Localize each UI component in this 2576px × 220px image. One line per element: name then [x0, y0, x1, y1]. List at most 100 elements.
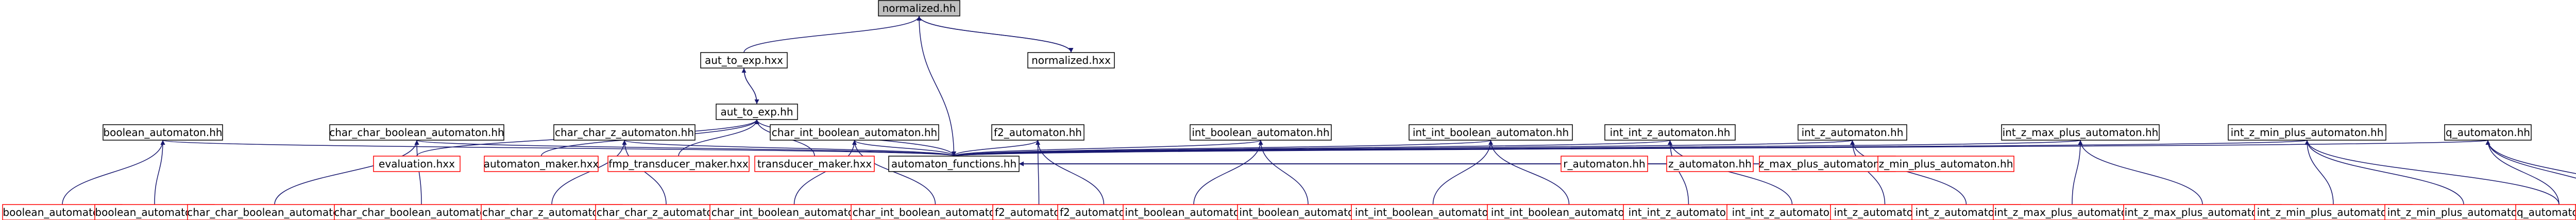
edge-int-z-max-plus-automaton-to-l-int-z-max-plus [2072, 140, 2083, 205]
edge-char-int-boolean-automaton-to-l-char-int-boolean-2 [852, 140, 936, 205]
node-boolean-automaton[interactable]: boolean_automaton.hh [103, 124, 223, 141]
edge-int-z-max-plus-automaton-to-l-int-z-max-plus-2 [2078, 140, 2203, 205]
node-box [1190, 124, 1332, 141]
node-int-int-z-automaton[interactable]: int_int_z_automaton.hh [1604, 124, 1736, 141]
node-int-z-max-plus-automaton[interactable]: int_z_max_plus_automaton.hh [2001, 124, 2160, 141]
edge-normalized-hxx-to-normalized [919, 15, 1074, 53]
node-box [991, 124, 1084, 141]
node-int-boolean-automaton[interactable]: int_boolean_automaton.hh [1190, 124, 1332, 141]
node-label: char_char_boolean_automaton.hh [329, 126, 504, 139]
node-label: int_z_max_plus_automaton.hh [2003, 126, 2159, 139]
edge-char-char-boolean-automaton-to-l-char-char-boolean [274, 140, 419, 205]
node-automaton-maker-hxx[interactable]: automaton_maker.hxx [484, 156, 599, 172]
node-box [700, 52, 788, 69]
node-label: int_int_boolean_automaton.hh [1491, 206, 1647, 218]
node-label: evaluation.hxx [379, 158, 455, 170]
node-evaluation-hxx[interactable]: evaluation.hxx [373, 156, 461, 172]
node-l-char-char-boolean-2[interactable]: char_char_boolean_automaton.hh [334, 204, 509, 220]
node-box [103, 124, 223, 141]
node-label: int_boolean_automaton.hh [1192, 126, 1329, 139]
node-q-automaton[interactable]: q_automaton.hh [2444, 124, 2532, 141]
node-label: boolean_automaton.hh [103, 126, 222, 139]
edge-int-z-min-plus-automaton-to-l-int-z-min-plus [2304, 140, 2334, 205]
node-label: z_automaton.hh [1668, 158, 1752, 170]
node-label: aut_to_exp.hh [720, 106, 793, 118]
edge-int-z-automaton-to-l-int-z-2 [1850, 140, 1967, 205]
node-automaton-functions[interactable]: automaton_functions.hh [888, 156, 1020, 172]
edge-char-char-z-automaton-to-l-char-char-z-2 [622, 140, 667, 205]
node-transducer-maker-hxx[interactable]: transducer_maker.hxx [754, 156, 875, 172]
node-z-min-plus-automaton[interactable]: z_min_plus_automaton.hh [1877, 156, 2014, 172]
edge-int-int-boolean-automaton-to-l-int-int-boolean-2 [1488, 140, 1570, 205]
node-box [2001, 124, 2160, 141]
node-int-z-automaton[interactable]: int_z_automaton.hh [1798, 124, 1907, 141]
node-l-char-char-boolean[interactable]: char_char_boolean_automaton.hh [187, 204, 362, 220]
edge-int-z-min-plus-automaton-to-l-q [2304, 140, 2560, 205]
edge-automaton-functions-to-f2-automaton [952, 140, 1039, 157]
node-aut-to-exp-hh[interactable]: aut_to_exp.hh [716, 104, 798, 120]
edge-f2-automaton-to-l-f2-2 [1036, 140, 1105, 205]
node-z-max-plus-automaton[interactable]: z_max_plus_automaton.hh [1759, 156, 1896, 172]
node-f2-automaton[interactable]: f2_automaton.hh [991, 124, 1084, 141]
edge-q-automaton-to-l-q [2485, 140, 2560, 205]
node-label: int_z_min_plus_automaton.hh [2387, 206, 2540, 218]
node-normalized[interactable]: normalized.hh [878, 0, 960, 16]
node-label: char_char_boolean_automaton.hh [334, 206, 509, 218]
node-box [770, 124, 939, 141]
node-label: char_int_boolean_automaton.hh [853, 206, 1018, 218]
node-box [1759, 156, 1896, 172]
node-box [2228, 124, 2386, 141]
edge-automaton-functions-to-int-boolean-automaton [952, 140, 1261, 157]
node-box [709, 204, 879, 220]
edge-automaton-functions-to-q-automaton [952, 140, 2488, 157]
node-label: r_automaton.hh [1563, 158, 1645, 170]
node-box [878, 0, 960, 16]
node-r-automaton[interactable]: r_automaton.hh [1561, 156, 1648, 172]
node-label: z_min_plus_automaton.hh [1879, 158, 2013, 170]
node-l-int-z-max-plus-2[interactable]: int_z_max_plus_automaton.hh [2123, 204, 2282, 220]
edge-aut-to-exp-hh-to-fmp-transducer-maker-hxx [678, 119, 759, 157]
node-box [1561, 156, 1648, 172]
node-char-char-boolean-automaton[interactable]: char_char_boolean_automaton.hh [329, 124, 504, 141]
node-label: aut_to_exp.hxx [705, 54, 783, 66]
node-fmp-transducer-maker-hxx[interactable]: fmp_transducer_maker.hxx [607, 156, 750, 172]
edge-int-int-boolean-automaton-to-l-int-int-boolean [1432, 140, 1493, 205]
edge-boolean-automaton-to-l-boolean-automaton [62, 140, 165, 205]
node-label: normalized.hxx [1031, 54, 1111, 66]
node-label: char_char_z_automaton.hh [555, 126, 694, 139]
node-z-automaton[interactable]: z_automaton.hh [1666, 156, 1754, 172]
edge-char-int-boolean-automaton-to-l-char-int-boolean [793, 140, 857, 205]
edge-automaton-functions-to-char-char-z-automaton [624, 140, 956, 157]
node-box [2444, 124, 2532, 141]
node-box [851, 204, 1020, 220]
edge-normalized-to-aut-to-exp-hxx [743, 15, 922, 53]
edge-normalized-to-automaton-functions [917, 15, 955, 157]
node-l-q[interactable]: q_automaton.hh [2515, 204, 2576, 220]
node-label: automaton_functions.hh [891, 158, 1016, 170]
node-aut-to-exp-hxx[interactable]: aut_to_exp.hxx [700, 52, 788, 69]
node-box [329, 124, 504, 141]
node-label: fmp_transducer_maker.hxx [608, 158, 749, 170]
node-box [484, 156, 599, 172]
node-box [1877, 156, 2014, 172]
edge-automaton-functions-to-int-int-boolean-automaton [952, 140, 1492, 157]
node-char-char-z-automaton[interactable]: char_char_z_automaton.hh [553, 124, 696, 141]
node-box [1027, 52, 1115, 69]
node-normalized-hxx[interactable]: normalized.hxx [1027, 52, 1115, 69]
node-l-char-int-boolean-2[interactable]: char_int_boolean_automaton.hh [851, 204, 1020, 220]
edge-aut-to-exp-hh-to-aut-to-exp-hxx [743, 67, 759, 105]
node-char-int-boolean-automaton[interactable]: char_int_boolean_automaton.hh [770, 124, 939, 141]
node-box [1409, 124, 1573, 141]
edge-q-automaton-to-l-r [2485, 140, 2576, 174]
edge-int-boolean-automaton-to-l-int-boolean-2 [1258, 140, 1309, 205]
edge-int-int-z-automaton-to-l-int-int-z [1668, 140, 1689, 205]
node-int-z-min-plus-automaton[interactable]: int_z_min_plus_automaton.hh [2228, 124, 2386, 141]
node-l-char-int-boolean[interactable]: char_int_boolean_automaton.hh [709, 204, 879, 220]
edges-layer [62, 15, 2576, 205]
node-label: normalized.hh [883, 2, 956, 14]
node-box [888, 156, 1020, 172]
node-int-int-boolean-automaton[interactable]: int_int_boolean_automaton.hh [1409, 124, 1573, 141]
node-label: q_automaton.hh [2517, 206, 2576, 218]
node-box [607, 156, 750, 172]
